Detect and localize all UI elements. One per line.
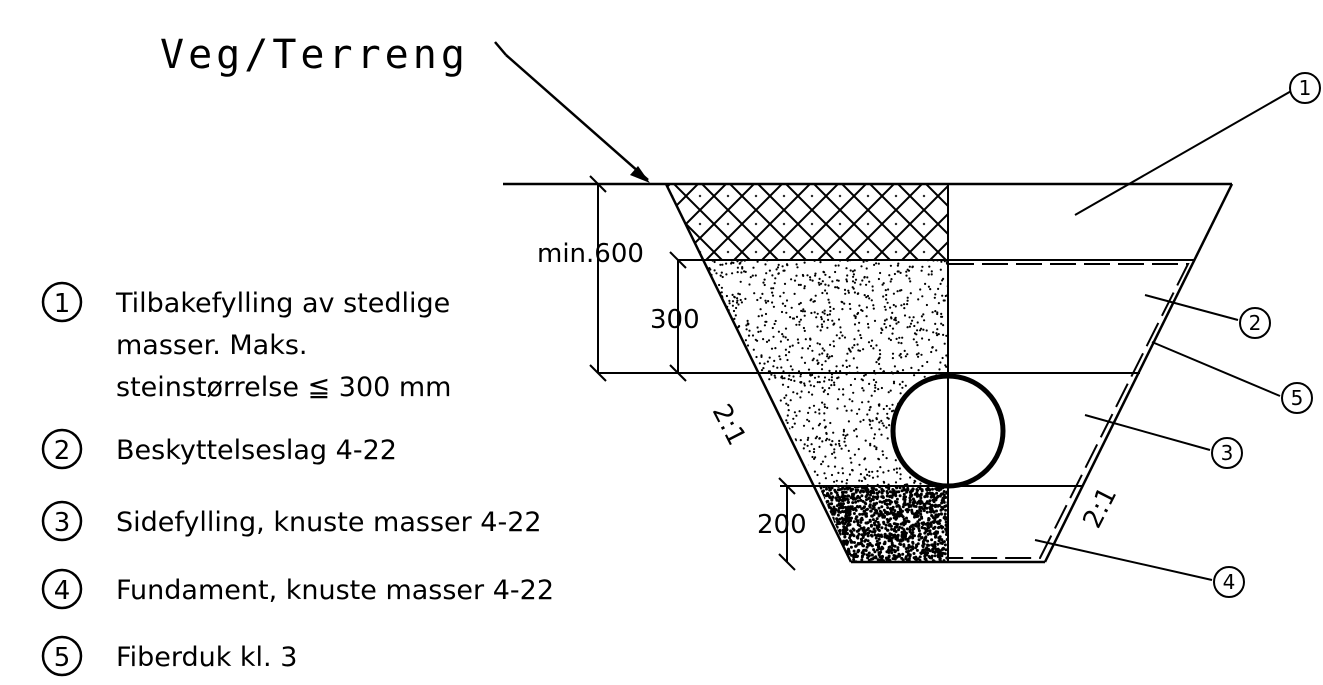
legend-item-2: 2 Beskyttelseslag 4-22: [41, 428, 397, 470]
foundation-dense-dots: [819, 486, 948, 562]
callout-5: 5: [1281, 382, 1313, 414]
legend-2-line-1: Beskyttelseslag 4-22: [116, 435, 397, 466]
legend-item-4: 4 Fundament, knuste masser 4-22: [41, 568, 554, 610]
svg-text:4: 4: [54, 576, 71, 606]
title-arrowhead: [630, 166, 650, 183]
svg-text:2: 2: [1249, 311, 1262, 335]
callout-1: 1: [1289, 72, 1321, 104]
dim-600-label: min.600: [537, 239, 644, 269]
dim-200-tick-bottom: [778, 553, 796, 571]
legend-item-3: 3 Sidefylling, knuste masser 4-22: [41, 500, 542, 542]
dim-300-tick-top: [669, 251, 687, 269]
dim-600-tick-top: [589, 175, 607, 193]
svg-text:4: 4: [1223, 570, 1236, 594]
backfill-hatch: [666, 184, 948, 260]
legend-item-1: 1 Tilbakefylling av stedlige masser. Mak…: [41, 281, 451, 403]
legend-1-line-3: steinstørrelse ≦ 300 mm: [116, 372, 451, 403]
legend-1-line-2: masser. Maks.: [116, 330, 308, 361]
slope-left-label: 2:1: [706, 400, 752, 451]
dim-300-tick-bottom: [669, 364, 687, 382]
callout-2-leader: [1144, 294, 1239, 321]
legend-4-line-1: Fundament, knuste masser 4-22: [116, 575, 554, 606]
svg-text:1: 1: [54, 289, 71, 319]
svg-text:1: 1: [1299, 76, 1312, 100]
svg-text:5: 5: [1291, 386, 1304, 410]
callout-2: 2: [1239, 307, 1271, 339]
legend: 1 Tilbakefylling av stedlige masser. Mak…: [41, 281, 554, 677]
callout-3: 3: [1211, 437, 1243, 469]
callout-1-leader: [1074, 89, 1294, 216]
legend-3-line-1: Sidefylling, knuste masser 4-22: [116, 507, 542, 538]
svg-text:3: 3: [54, 508, 71, 538]
legend-5-line-1: Fiberduk kl. 3: [116, 642, 297, 673]
diagram-title: Veg/Terreng: [160, 32, 469, 78]
callout-4-leader: [1034, 539, 1213, 581]
slope-right-label: 2:1: [1078, 482, 1124, 533]
svg-text:5: 5: [54, 643, 71, 673]
dim-200-label: 200: [757, 510, 807, 540]
dim-300-label: 300: [650, 305, 700, 335]
legend-item-5: 5 Fiberduk kl. 3: [41, 635, 297, 677]
callout-4: 4: [1213, 566, 1245, 598]
callout-5-leader: [1151, 341, 1281, 397]
fiber-cloth-dashed: [948, 263, 1190, 559]
dim-200-tick-top: [778, 477, 796, 495]
svg-text:2: 2: [54, 436, 71, 466]
legend-1-line-1: Tilbakefylling av stedlige: [115, 288, 450, 319]
dim-600-tick-bottom: [589, 364, 607, 382]
callout-3-leader: [1084, 414, 1211, 451]
title-leader-arrow: [505, 54, 649, 181]
title-leader-line: [494, 41, 507, 56]
svg-text:3: 3: [1221, 441, 1234, 465]
